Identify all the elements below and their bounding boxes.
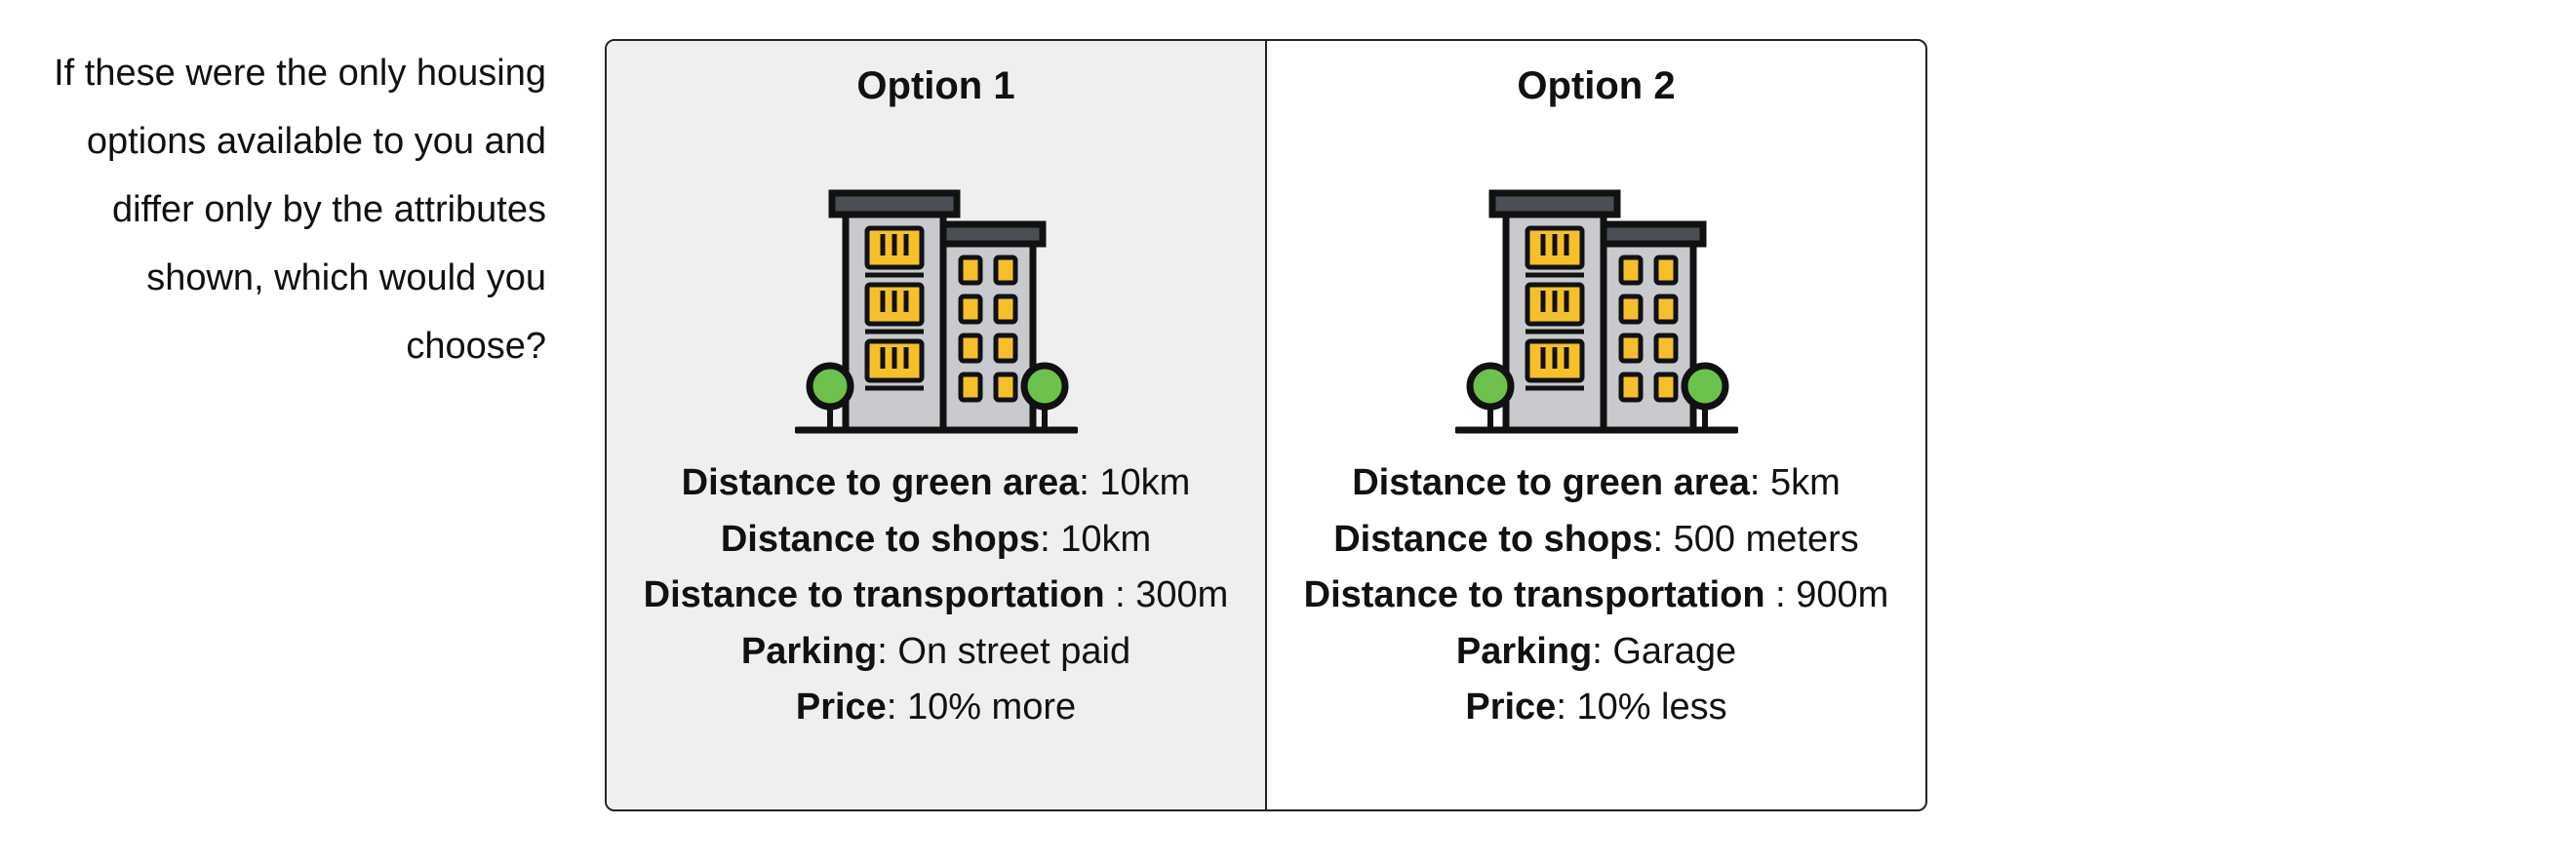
attribute-parking: Parking: Garage: [1267, 624, 1925, 681]
attribute-separator: :: [1040, 518, 1061, 560]
attribute-parking: Parking: On street paid: [607, 624, 1265, 681]
attribute-separator: :: [1079, 462, 1100, 503]
attribute-value: 10% more: [906, 687, 1077, 728]
apartment-building-icon: [794, 189, 1078, 434]
attribute-value: 10% less: [1576, 687, 1727, 728]
option-title: Option 2: [1517, 64, 1676, 107]
attribute-shops: Distance to shops: 10km: [607, 512, 1265, 569]
attribute-name: Distance to transportation: [643, 574, 1105, 615]
attribute-green-area: Distance to green area: 10km: [607, 455, 1265, 512]
attribute-name: Distance to shops: [720, 518, 1041, 560]
option-1-card[interactable]: Option 1: [607, 41, 1265, 809]
attribute-transportation: Distance to transportation : 900m: [1267, 568, 1925, 624]
attribute-list: Distance to green area: 10km Distance to…: [607, 455, 1265, 736]
option-title: Option 1: [856, 64, 1015, 107]
question-line: If these were the only housing: [54, 53, 546, 94]
attribute-name: Price: [795, 687, 887, 728]
attribute-list: Distance to green area: 5km Distance to …: [1267, 455, 1925, 736]
attribute-separator: :: [1592, 630, 1613, 672]
attribute-name: Price: [1465, 687, 1557, 728]
choice-table: Option 1: [605, 39, 1927, 811]
attribute-name: Parking: [740, 630, 878, 672]
question-line: options available to you and: [86, 121, 546, 162]
attribute-value: 10km: [1099, 462, 1191, 503]
attribute-separator: :: [877, 630, 898, 672]
question-line: choose?: [406, 326, 546, 367]
attribute-name: Distance to green area: [1352, 462, 1750, 503]
attribute-name: Distance to shops: [1333, 518, 1653, 560]
attribute-value: On street paid: [897, 630, 1131, 672]
attribute-value: 900m: [1796, 574, 1889, 615]
attribute-shops: Distance to shops: 500 meters: [1267, 512, 1925, 569]
attribute-name: Distance to green area: [681, 462, 1080, 503]
attribute-green-area: Distance to green area: 5km: [1267, 455, 1925, 512]
attribute-separator: :: [1652, 518, 1674, 560]
question-line: shown, which would you: [146, 257, 546, 298]
attribute-value: Garage: [1612, 630, 1737, 672]
attribute-separator: :: [1556, 687, 1577, 728]
option-2-card[interactable]: Option 2: [1265, 41, 1925, 809]
attribute-name: Parking: [1455, 630, 1593, 672]
attribute-name: Distance to transportation: [1303, 574, 1765, 615]
attribute-value: 300m: [1135, 574, 1229, 615]
attribute-separator: :: [886, 687, 907, 728]
attribute-price: Price: 10% less: [1267, 680, 1925, 736]
attribute-value: 10km: [1060, 518, 1152, 560]
attribute-separator: :: [1749, 462, 1770, 503]
question-line: differ only by the attributes: [112, 189, 546, 230]
attribute-separator: :: [1764, 574, 1797, 615]
attribute-transportation: Distance to transportation : 300m: [607, 568, 1265, 624]
question-text: If these were the only housing options a…: [20, 39, 546, 380]
attribute-separator: :: [1104, 574, 1136, 615]
apartment-building-icon: [1454, 189, 1738, 434]
attribute-price: Price: 10% more: [607, 680, 1265, 736]
attribute-value: 500 meters: [1673, 518, 1859, 560]
attribute-value: 5km: [1769, 462, 1841, 503]
